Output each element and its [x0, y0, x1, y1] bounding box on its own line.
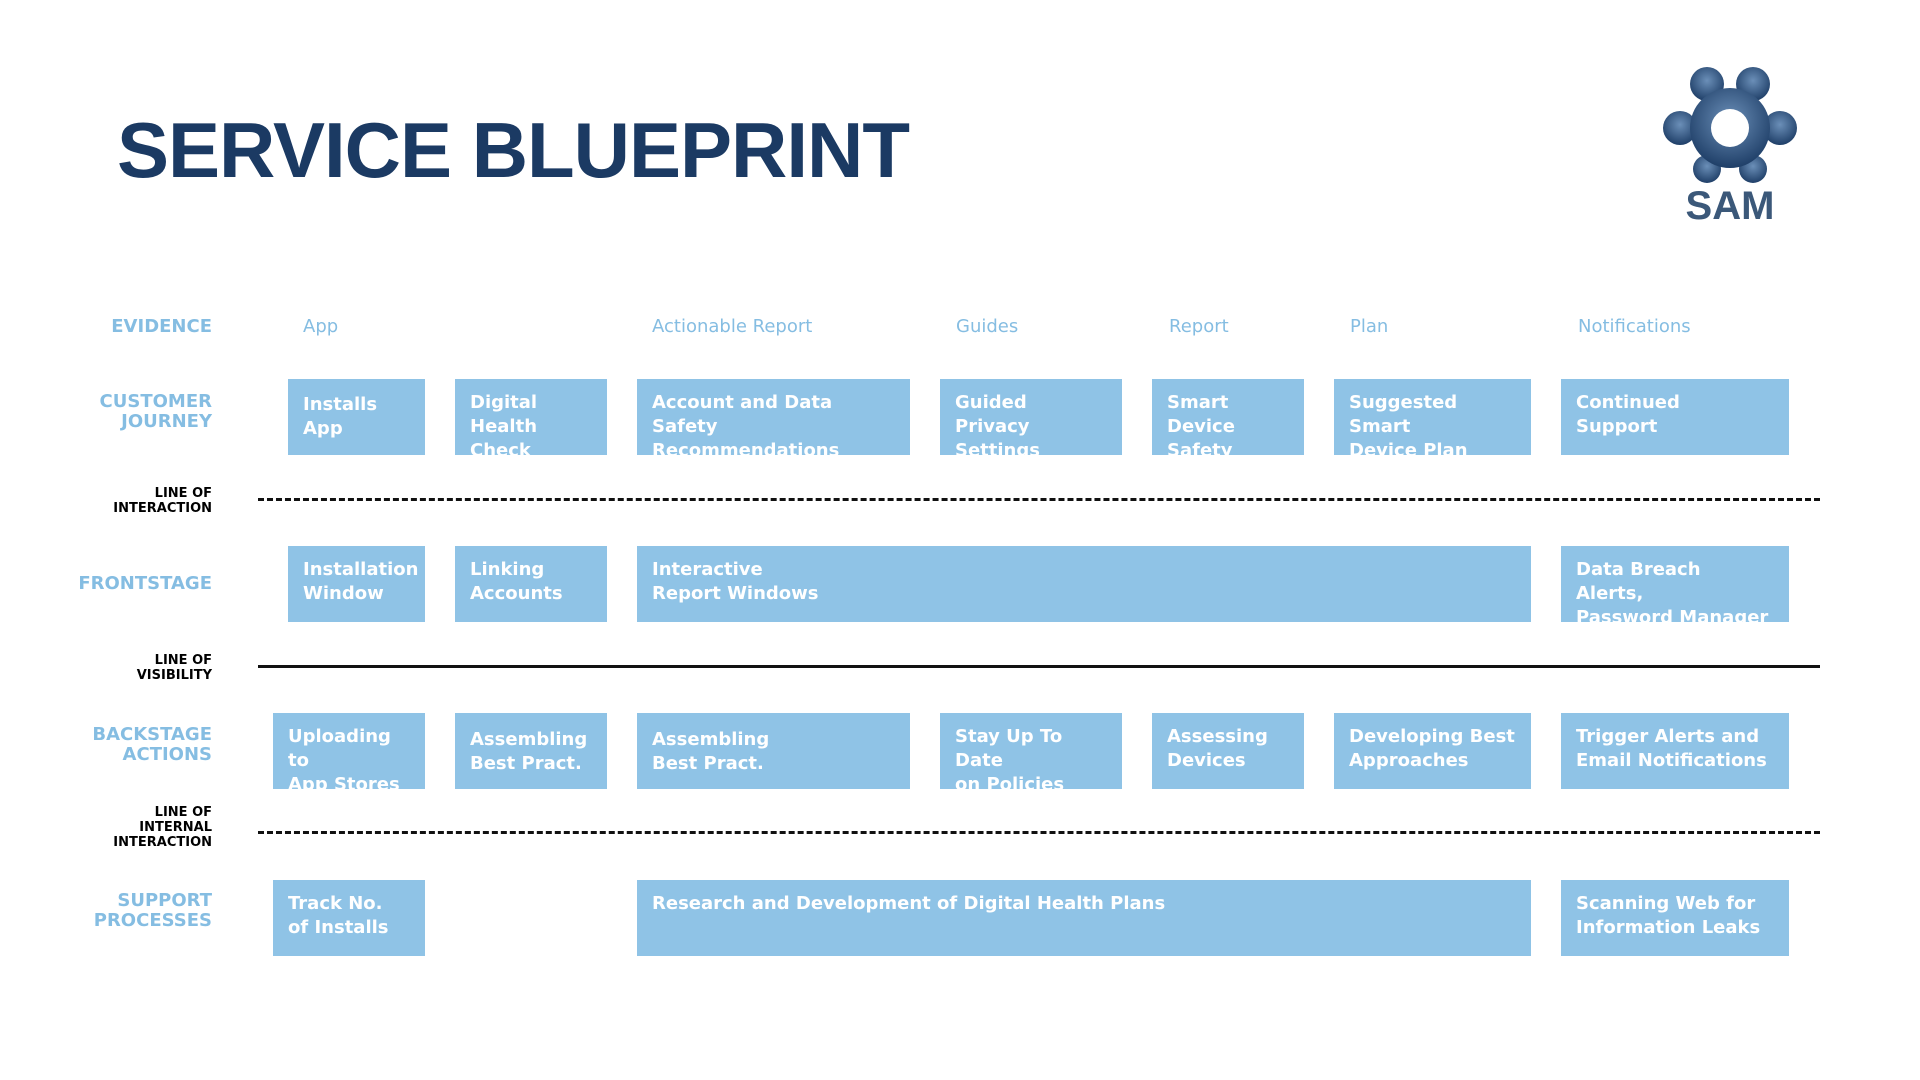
backstage-assembling-best-pract-1: Assembling Best Pract. [455, 713, 607, 789]
journey-guided-privacy: Guided Privacy Settings Update [940, 379, 1122, 455]
journey-installs-app: Installs App [288, 379, 425, 455]
frontstage-data-breach-alerts: Data Breach Alerts, Password Manager [1561, 546, 1789, 622]
journey-continued-support: Continued Support [1561, 379, 1789, 455]
evidence-guides: Guides [956, 316, 1019, 337]
support-scanning-web: Scanning Web for Information Leaks [1561, 880, 1789, 956]
journey-smart-device-plan: Suggested Smart Device Plan [1334, 379, 1531, 455]
support-track-installs: Track No. of Installs [273, 880, 425, 956]
frontstage-linking-accounts: Linking Accounts [455, 546, 607, 622]
logo-text: SAM [1685, 184, 1775, 228]
backstage-assessing-devices: Assessing Devices [1152, 713, 1304, 789]
frontstage-installation-window: Installation Window [288, 546, 425, 622]
line-of-interaction [258, 498, 1820, 501]
page-title: SERVICE BLUEPRINT [117, 106, 910, 194]
backstage-trigger-alerts: Trigger Alerts and Email Notifications [1561, 713, 1789, 789]
evidence-notifications: Notifications [1578, 316, 1691, 337]
frontstage-interactive-report: Interactive Report Windows [637, 546, 1531, 622]
evidence-plan: Plan [1350, 316, 1389, 337]
row-label-backstage: BACKSTAGE ACTIONS [92, 724, 212, 765]
line-label-visibility: LINE OF VISIBILITY [136, 653, 212, 683]
line-label-interaction: LINE OF INTERACTION [113, 486, 212, 516]
row-label-evidence: EVIDENCE [111, 316, 212, 337]
journey-account-data-safety: Account and Data Safety Recommendations [637, 379, 910, 455]
line-of-visibility [258, 665, 1820, 668]
backstage-policies: Stay Up To Date on Policies [940, 713, 1122, 789]
evidence-app: App [303, 316, 339, 337]
backstage-uploading-app-stores: Uploading to App Stores [273, 713, 425, 789]
row-label-customer-journey: CUSTOMER JOURNEY [99, 391, 212, 432]
line-label-internal-interaction: LINE OF INTERNAL INTERACTION [113, 805, 212, 850]
row-label-frontstage: FRONTSTAGE [78, 573, 212, 594]
flower-logo-icon [1663, 67, 1797, 183]
journey-smart-device-safety: Smart Device Safety Recs. [1152, 379, 1304, 455]
backstage-developing-approaches: Developing Best Approaches [1334, 713, 1531, 789]
backstage-assembling-best-pract-2: Assembling Best Pract. [637, 713, 910, 789]
sam-logo: SAM [1660, 66, 1800, 236]
journey-digital-health-check: Digital Health Check [455, 379, 607, 455]
support-research-development: Research and Development of Digital Heal… [637, 880, 1531, 956]
row-label-support: SUPPORT PROCESSES [93, 890, 212, 931]
line-of-internal-interaction [258, 831, 1820, 834]
evidence-actionable-report: Actionable Report [652, 316, 813, 337]
evidence-report: Report [1169, 316, 1229, 337]
